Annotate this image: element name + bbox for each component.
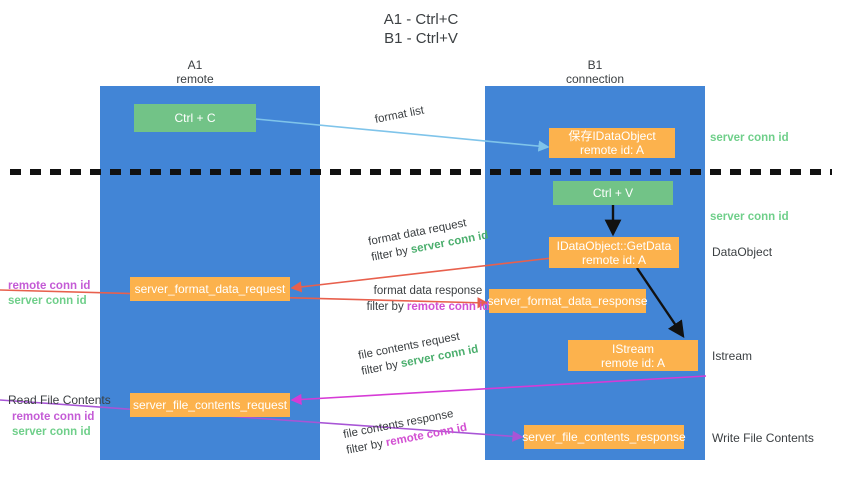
- node-ctrl-v[interactable]: Ctrl + V: [553, 181, 673, 205]
- node-istream-id: remote id: A: [600, 355, 666, 370]
- page-title: A1 - Ctrl+C B1 - Ctrl+V: [0, 10, 842, 48]
- left-label-format-server-conn-id: server conn id: [8, 295, 87, 307]
- right-label-server-conn-id-top-text: server conn id: [710, 132, 789, 144]
- node-server-format-data-response-label: server_format_data_response: [487, 294, 648, 308]
- left-label-file-server-conn-id: server conn id: [12, 426, 91, 438]
- node-server-format-data-response[interactable]: server_format_data_response: [487, 289, 648, 313]
- edge-label-fmt-resp-key: remote conn id: [406, 301, 490, 313]
- node-ctrl-v-label: Ctrl + V: [592, 186, 634, 200]
- node-ctrl-c-label: Ctrl + C: [174, 111, 216, 125]
- right-label-server-conn-id-top: server conn id: [710, 131, 789, 146]
- lane-header-a1: A1 remote: [130, 58, 260, 86]
- node-save-idataobject[interactable]: 保存IDataObject remote id: A: [549, 128, 675, 158]
- node-idataobject-getdata-id: remote id: A: [581, 252, 647, 267]
- left-label-format-conn-ids: remote conn id server conn id: [8, 279, 90, 309]
- left-label-format-remote-conn-id: remote conn id: [8, 280, 91, 292]
- edge-label-file-contents-response: file contents response filter by remote …: [342, 404, 469, 459]
- right-label-server-conn-id-mid-text: server conn id: [710, 211, 789, 223]
- node-server-format-data-request[interactable]: server_format_data_request: [130, 277, 290, 301]
- lane-header-b1: B1 connection: [530, 58, 660, 86]
- right-label-dataobject: DataObject: [712, 245, 773, 259]
- edge-label-format-list-text: format list: [373, 104, 426, 126]
- edge-label-format-data-response-l2: filter by remote conn id: [338, 299, 518, 315]
- node-server-file-contents-response-label: server_file_contents_response: [522, 430, 686, 444]
- title-line-2: B1 - Ctrl+V: [384, 30, 458, 47]
- edge-label-file-contents-request: file contents request filter by server c…: [357, 326, 480, 380]
- edge-label-fmt-resp-prefix: filter by: [366, 301, 407, 313]
- node-save-idataobject-id: remote id: A: [579, 143, 645, 157]
- node-save-idataobject-title: 保存IDataObject: [568, 129, 656, 143]
- node-server-file-contents-request[interactable]: server_file_contents_request: [130, 393, 290, 417]
- lane-header-a1-name: A1: [187, 58, 203, 72]
- edge-label-format-data-response-l1: format data response: [373, 285, 483, 297]
- left-label-read-file-contents: Read File Contents: [8, 393, 111, 407]
- lane-header-b1-sub: connection: [565, 72, 625, 86]
- right-label-server-conn-id-mid: server conn id: [710, 210, 789, 225]
- node-idataobject-getdata-title: IDataObject::GetData: [556, 238, 672, 253]
- edge-label-format-list: format list: [373, 103, 425, 128]
- lane-header-a1-sub: remote: [176, 72, 214, 86]
- node-istream[interactable]: IStream remote id: A: [568, 340, 698, 371]
- right-label-write-file-contents: Write File Contents: [712, 431, 814, 445]
- left-label-file-conn-ids: remote conn id server conn id: [12, 410, 94, 440]
- node-server-file-contents-response[interactable]: server_file_contents_response: [522, 425, 686, 449]
- node-server-format-data-request-label: server_format_data_request: [134, 282, 286, 296]
- node-istream-title: IStream: [611, 341, 654, 356]
- edge-label-format-data-request: format data request filter by server con…: [367, 212, 490, 266]
- right-label-istream: Istream: [712, 349, 753, 363]
- title-line-1: A1 - Ctrl+C: [383, 11, 459, 28]
- lane-header-b1-name: B1: [587, 58, 603, 72]
- left-label-file-remote-conn-id: remote conn id: [12, 411, 95, 423]
- node-server-file-contents-request-label: server_file_contents_request: [132, 398, 288, 412]
- node-ctrl-c[interactable]: Ctrl + C: [134, 104, 256, 132]
- node-idataobject-getdata[interactable]: IDataObject::GetData remote id: A: [549, 237, 679, 268]
- edge-label-format-data-response: format data response filter by remote co…: [338, 283, 518, 315]
